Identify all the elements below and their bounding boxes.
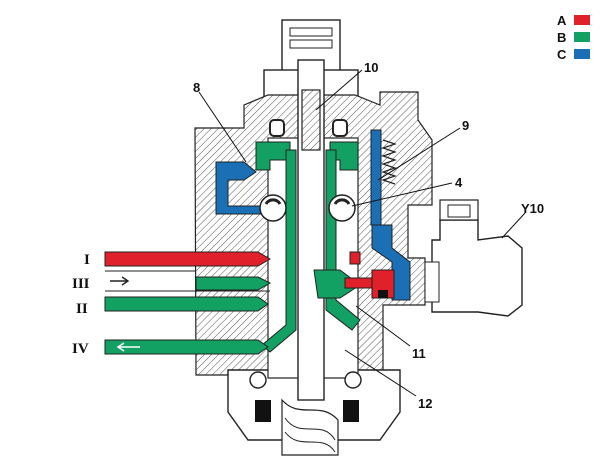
legend-b-label: B bbox=[557, 30, 566, 45]
callout-12: 12 bbox=[418, 396, 432, 411]
callout-y10: Y10 bbox=[521, 201, 544, 216]
port-labels: I III II IV bbox=[72, 252, 90, 357]
leader-lines bbox=[198, 69, 526, 397]
solenoid-y10 bbox=[424, 199, 523, 317]
red-piston bbox=[344, 251, 395, 299]
blue-passages bbox=[215, 129, 411, 301]
legend-a-swatch bbox=[574, 15, 590, 25]
green-passages bbox=[255, 141, 361, 353]
legend-c-swatch bbox=[574, 49, 590, 59]
bottom-bearings bbox=[249, 371, 362, 422]
port-label-i: I bbox=[84, 252, 90, 268]
callout-10: 10 bbox=[364, 60, 378, 75]
legend: A B C bbox=[557, 13, 590, 62]
top-seals bbox=[269, 119, 348, 137]
check-balls bbox=[259, 194, 356, 222]
port-label-iv: IV bbox=[72, 341, 89, 357]
legend-a-label: A bbox=[557, 13, 567, 28]
port-iv-line bbox=[104, 339, 269, 355]
legend-c-label: C bbox=[557, 47, 567, 62]
port-label-iii: III bbox=[72, 276, 90, 292]
pilot-spring bbox=[381, 139, 397, 185]
legend-b-swatch bbox=[574, 32, 590, 42]
port-lines bbox=[104, 251, 272, 355]
callouts: 8 10 9 4 Y10 11 12 bbox=[193, 60, 544, 411]
port-i-line bbox=[104, 251, 271, 267]
callout-4: 4 bbox=[455, 175, 463, 190]
port-ii-line bbox=[104, 296, 269, 312]
callout-9: 9 bbox=[462, 118, 469, 133]
port-iv-arrow bbox=[116, 342, 140, 352]
port-label-ii: II bbox=[76, 301, 88, 317]
callout-11: 11 bbox=[412, 346, 426, 361]
port-iii-arrow bbox=[110, 276, 130, 286]
callout-8: 8 bbox=[193, 80, 200, 95]
